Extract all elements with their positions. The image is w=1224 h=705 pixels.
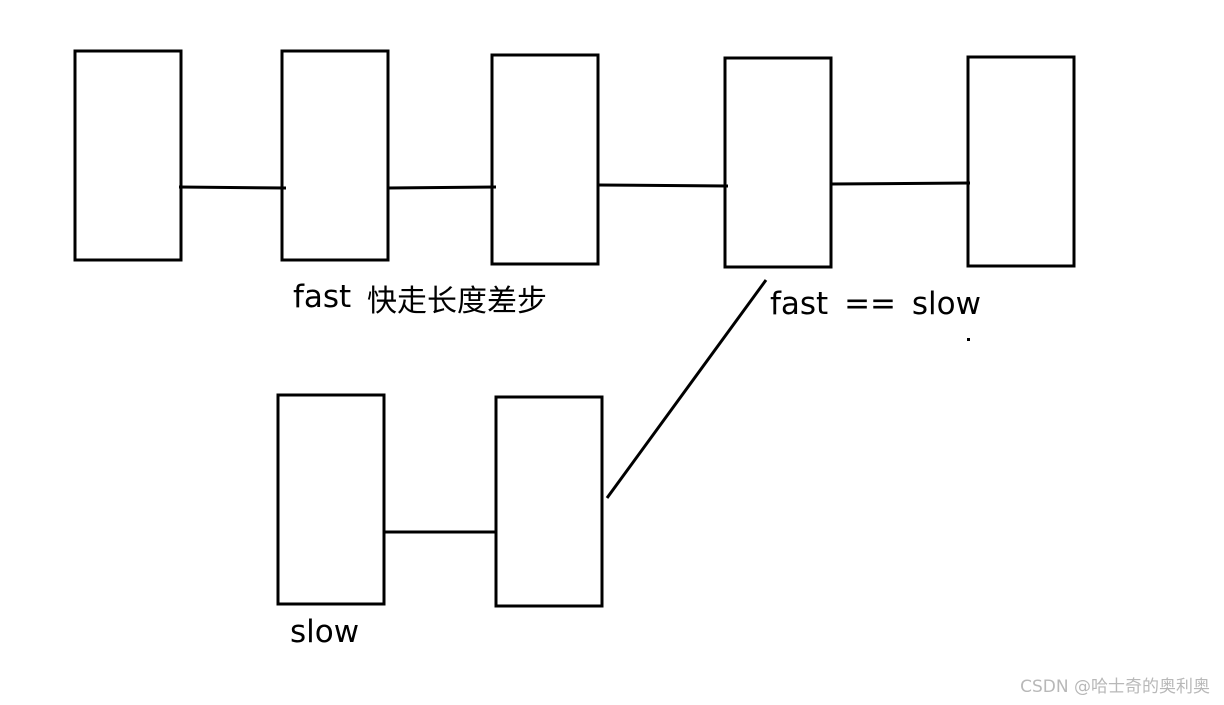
list-node-1	[73, 49, 183, 262]
link-3-4	[597, 183, 729, 188]
link-slow-to-meet	[605, 279, 768, 499]
link-4-5	[830, 181, 971, 186]
link-1-2	[178, 185, 287, 190]
link-2-3	[387, 185, 497, 190]
list-node-4	[723, 56, 833, 269]
slow-pointer-label: slow	[290, 614, 360, 650]
list-node-slow-2	[494, 395, 604, 608]
meeting-point-label: fast == slow	[770, 286, 981, 322]
list-node-3	[490, 53, 600, 266]
fast-pointer-label: fast	[293, 279, 352, 315]
list-node-slow-1	[276, 393, 386, 606]
list-node-5	[966, 55, 1076, 268]
stray-dot	[967, 338, 970, 341]
list-node-2	[280, 49, 390, 262]
watermark: CSDN @哈士奇的奥利奥	[1020, 677, 1210, 697]
fast-step-note: 快走长度差步	[367, 284, 547, 319]
